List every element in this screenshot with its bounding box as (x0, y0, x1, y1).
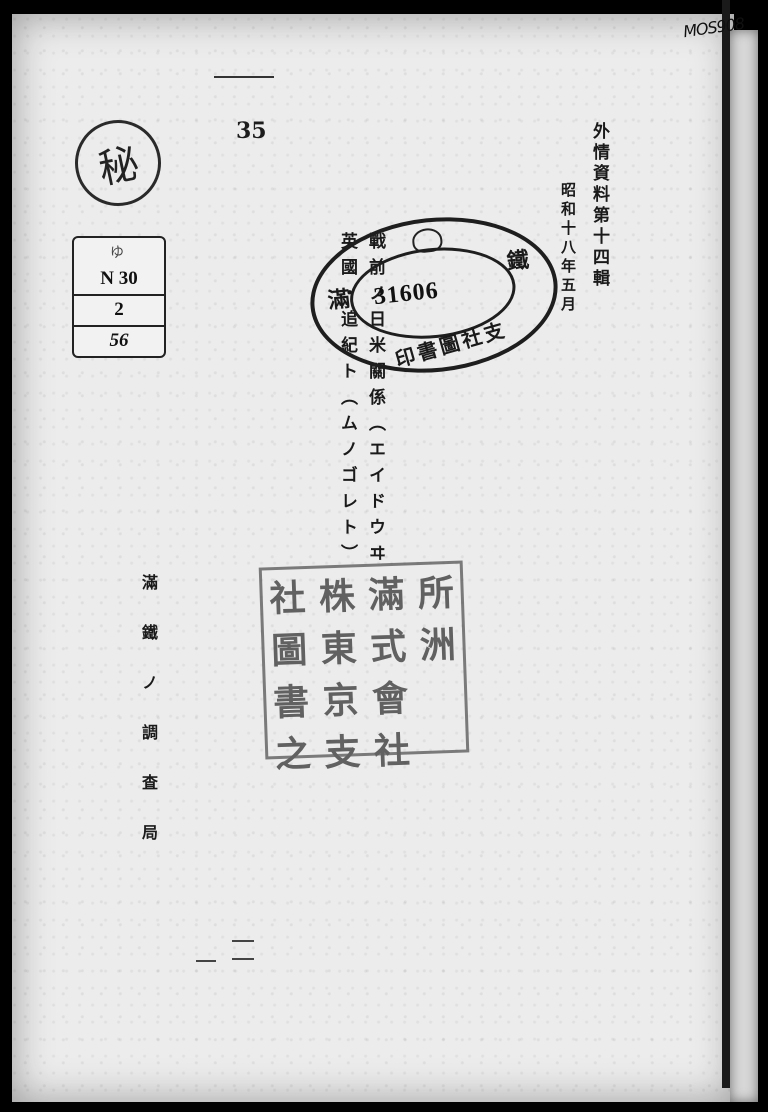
stamp-char (416, 720, 467, 774)
stamp-char: 洲 (419, 623, 457, 668)
stamp-char: 支 (323, 731, 362, 775)
catalog-row-1: N 30 (74, 264, 164, 296)
library-square-stamp: 社 株 滿 所 圖 東 式 洲 書 京 會 之 支 社 (258, 560, 470, 776)
stamp-char: 社 (373, 729, 411, 773)
date-label: 昭和十八年五月 (559, 182, 577, 315)
title-line-1: 戰前ノ日米關係（エイドウヰ (365, 232, 385, 570)
stamp-char: 東 (320, 627, 358, 671)
document-page (12, 14, 734, 1102)
page-edge-shadow (722, 0, 730, 1088)
title-line-2: 英國・追紀ト（ムノゴレト） (337, 232, 357, 570)
stamp-char: 京 (321, 679, 360, 723)
catalog-glyph: ゆ (110, 245, 124, 261)
stamp-char: 書 (272, 680, 310, 725)
stamp-char: 滿 (367, 573, 406, 617)
stamp-char: 式 (369, 625, 408, 669)
stamp-left-char: 滿 (326, 285, 352, 315)
bottom-dash (196, 960, 216, 962)
catalog-label: ゆ N 30 2 56 (72, 236, 166, 358)
stamp-char: 之 (274, 732, 312, 777)
catalog-row-3: 56 (109, 330, 129, 351)
stamp-char: 所 (417, 571, 455, 616)
catalog-row-2: 2 (74, 295, 164, 327)
stamp-char: 圖 (270, 628, 309, 673)
stamp-char (414, 668, 465, 722)
stamp-right-char: 鐵 (505, 246, 531, 276)
stamp-char: 株 (318, 575, 356, 619)
stamp-char: 社 (268, 577, 307, 621)
publisher-label: 滿鐵ノ調査局 (139, 574, 158, 874)
stamp-char: 會 (371, 677, 409, 721)
series-label: 外情資料第十四輯 (589, 122, 609, 290)
bottom-dash (232, 958, 254, 960)
bottom-dash (232, 940, 254, 942)
page-number: 35 (236, 118, 267, 144)
top-rule (214, 76, 274, 78)
page-spine (730, 30, 758, 1102)
